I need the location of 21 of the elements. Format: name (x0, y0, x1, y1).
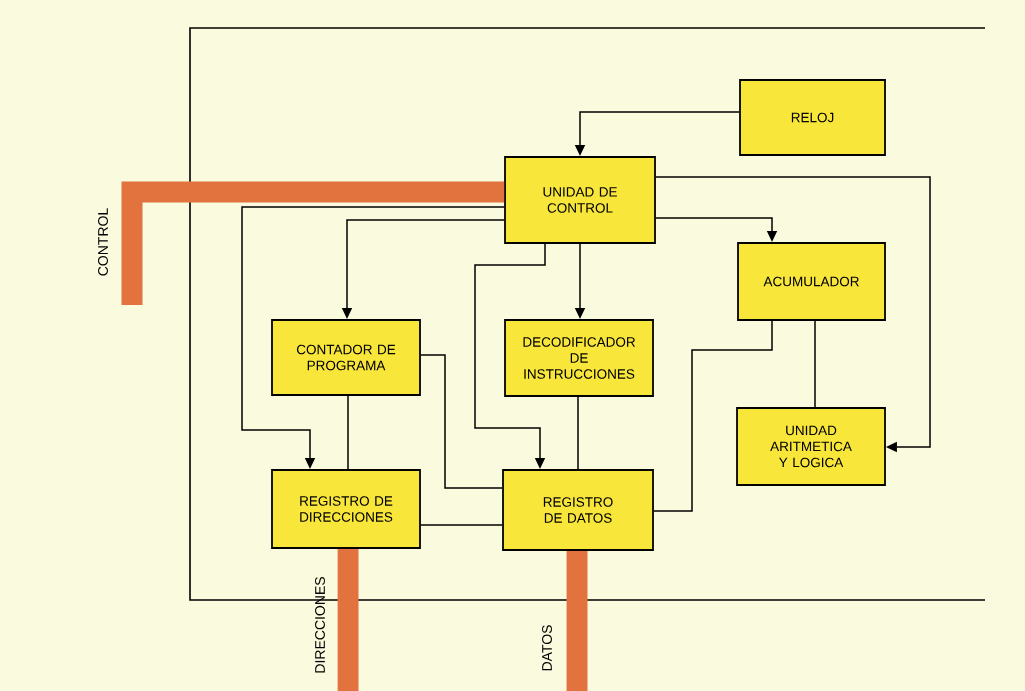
connector-line (814, 320, 816, 408)
block-box: UNIDAD DE CONTROL (504, 156, 656, 244)
block-box: UNIDAD ARITMETICA Y LOGICA (736, 407, 886, 486)
block-box: RELOJ (739, 79, 886, 156)
block-box: DECODIFICADOR DE INSTRUCCIONES (504, 319, 654, 397)
bus-bar (566, 550, 588, 691)
connector-line (577, 396, 579, 470)
bus-label: CONTROL (98, 208, 108, 276)
bus-label: DATOS (542, 625, 552, 671)
block-box: REGISTRO DE DATOS (502, 469, 654, 551)
connector-line (653, 320, 773, 512)
connector-line (420, 524, 503, 526)
arrow (655, 176, 931, 453)
bus-label: DIRECCIONES (315, 577, 325, 673)
bus-bar (337, 548, 359, 691)
block-box: CONTADOR DE PROGRAMA (271, 319, 421, 396)
connector-line (347, 395, 349, 470)
bus-bar (121, 181, 505, 305)
block-box: ACUMULADOR (737, 242, 886, 321)
connector-line (420, 354, 503, 489)
block-box: REGISTRO DE DIRECCIONES (271, 469, 421, 549)
